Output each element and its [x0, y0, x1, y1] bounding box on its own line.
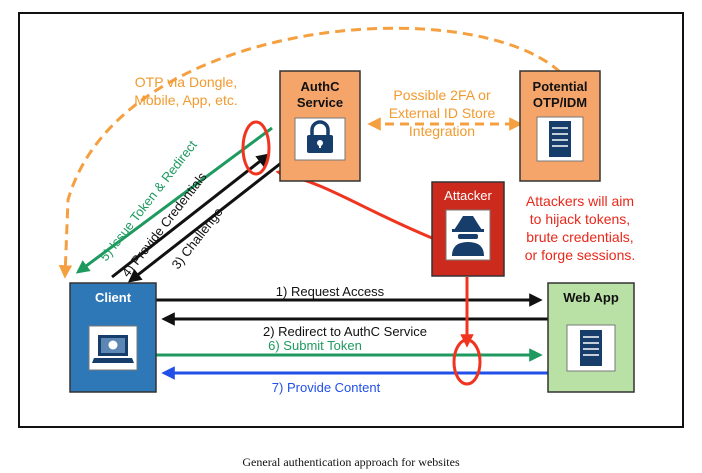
client-node: Client [69, 282, 157, 393]
attackers-note-line1: Attackers will aim [526, 193, 634, 209]
laptop-icon [88, 325, 138, 371]
authc-service-node: AuthC Service [279, 70, 361, 182]
figure-caption: General authentication approach for webs… [242, 455, 460, 469]
spy-icon [445, 209, 491, 261]
otp-via-line2: Mobile, App, etc. [134, 92, 238, 108]
webapp-title: Web App [563, 290, 619, 305]
hijack-point-session [452, 338, 482, 386]
hijack-point-authc [241, 120, 271, 176]
server-icon [536, 116, 584, 162]
otp-idm-node: Potential OTP/IDM [519, 70, 601, 182]
attackers-note-line2: to hijack tokens, [530, 211, 630, 227]
authc-title-line1: AuthC [301, 79, 341, 94]
attacker-node: Attacker [431, 181, 505, 277]
attackers-note-line3: brute credentials, [526, 229, 633, 245]
issue-token-arrow [75, 126, 273, 274]
attack-authc-arrow [275, 168, 433, 240]
otp-via-line1: OTP via Dongle, [135, 74, 237, 90]
challenge-arrow [127, 158, 286, 283]
step2-label: 2) Redirect to AuthC Service [263, 324, 427, 339]
step6-label: 6) Submit Token [268, 338, 362, 353]
step1-label: 1) Request Access [276, 284, 385, 299]
provide-credentials-arrow [111, 153, 271, 279]
attacker-title: Attacker [444, 188, 492, 203]
twofa-line1: Possible 2FA or [393, 87, 491, 103]
step7-label: 7) Provide Content [272, 380, 381, 395]
otp-title-line1: Potential [533, 79, 588, 94]
twofa-line3: Integration [409, 123, 475, 139]
authc-title-line2: Service [297, 95, 343, 110]
twofa-line2: External ID Store [389, 105, 496, 121]
server-icon [566, 324, 616, 372]
webapp-node: Web App [547, 282, 635, 393]
lock-icon [294, 117, 346, 161]
otp-title-line2: OTP/IDM [533, 95, 587, 110]
attackers-note-line4: or forge sessions. [525, 247, 636, 263]
client-title: Client [95, 290, 132, 305]
